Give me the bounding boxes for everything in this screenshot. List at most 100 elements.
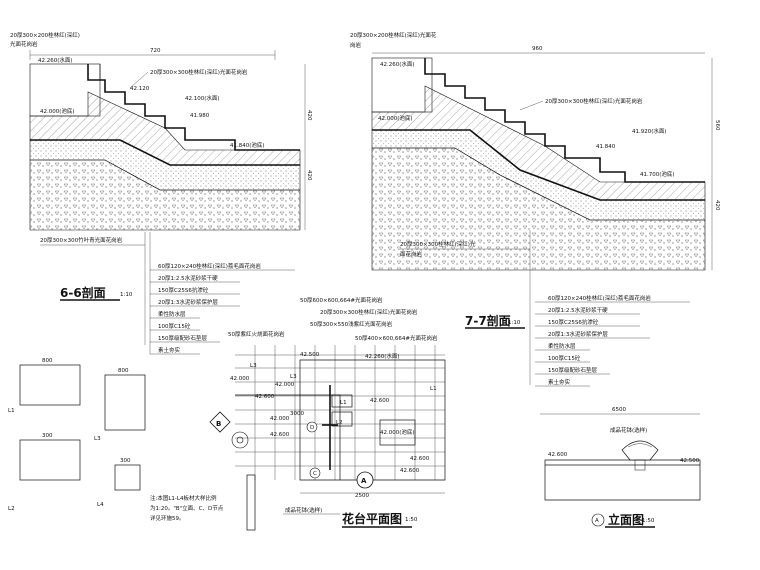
plan-elev-600-c: 42.600: [270, 432, 290, 438]
svg-text:420: 420: [306, 110, 312, 121]
plan-dim-3000: 3000: [290, 411, 304, 417]
elev-pool-bottom: 42.000(池底): [40, 107, 75, 115]
plan-elev-600-a: 42.600: [255, 394, 275, 400]
panel-l3: [104, 374, 146, 431]
plan-plant-note: 成品花钵(选样): [285, 506, 322, 514]
svg-text:L1: L1: [8, 408, 15, 414]
note77-bottom-1: 20厚300×300桂林红(深红)光: [400, 240, 476, 248]
plan-elev-600-b: 42.600: [370, 398, 390, 404]
note77-stair: 20厚300×300桂林红(深红)光面花岗岩: [545, 97, 643, 105]
flower-bed-plan: 50厚600×600,664#光面花岗岩 20厚300×300桂林红(深红)光面…: [209, 296, 446, 531]
elevation-a: 6500 成品花钵(选样) 42.600 42.500 A 立面图 1:50: [540, 407, 701, 528]
note-top-2: 光面花岗岩: [10, 40, 38, 48]
elev77-41840: 41.840: [596, 144, 616, 150]
panel-l1: [19, 364, 81, 406]
plan-elev-500: 42.500: [300, 352, 320, 358]
top-dim-77: 960: [532, 46, 543, 52]
plan-elev-000-a: 42.000: [230, 376, 250, 382]
pot-label: 成品花钵(选样): [610, 426, 647, 434]
plan-note-5: 50厚400×600,664#光面花岗岩: [355, 334, 438, 342]
svg-text:详见环施59。: 详见环施59。: [150, 514, 185, 522]
svg-text:300: 300: [120, 458, 131, 464]
svg-text:为1:20。"B"立面、C、D节点: 为1:20。"B"立面、C、D节点: [150, 504, 224, 512]
svg-text:A: A: [361, 477, 367, 485]
elev77-41920: 41.920(水面): [632, 127, 667, 135]
svg-text:A: A: [595, 518, 599, 524]
plan-elev-000-c: 42.000: [270, 416, 290, 422]
elev77-pool: 42.000(池底): [378, 114, 413, 122]
svg-text:300: 300: [42, 433, 53, 439]
plan-elev-pool: 42.000(池底): [380, 428, 415, 436]
plan-label-l3a: L3: [250, 363, 257, 369]
layer-7: 150厚级配砂石垫层: [158, 334, 207, 342]
plan-scale: 1:50: [405, 517, 418, 523]
svg-text:420: 420: [306, 170, 312, 181]
plan-dim-2500: 2500: [355, 493, 369, 499]
layer-6: 100厚C15砼: [158, 322, 191, 330]
plan-elev-600-e: 42.600: [400, 468, 420, 474]
svg-text:L3: L3: [94, 436, 101, 442]
elev77-water-top: 42.260(水面): [380, 60, 415, 68]
elevation-marker: A: [591, 513, 605, 527]
title-6-6: 6-6剖面: [60, 285, 106, 300]
panel-l4: [114, 464, 141, 491]
svg-text:800: 800: [118, 368, 129, 374]
plan-elev-260: 42.260(水面): [365, 352, 400, 360]
layer-1: 60厚120×240桂林红(深红)荔毛面花岗岩: [158, 262, 261, 270]
elev-41840: 41.840(池底): [230, 141, 265, 149]
note77-top-1: 20厚300×200桂林红(深红)光面花: [350, 31, 437, 39]
marker-c: C: [309, 467, 321, 479]
note77-bottom-2: 面花岗岩: [400, 250, 423, 258]
svg-text:C: C: [313, 471, 317, 477]
marker-b: B: [209, 411, 231, 433]
elev-42100: 42.100(水面): [185, 94, 220, 102]
title-7-7: 7-7剖面: [465, 313, 511, 328]
note-bottom: 20厚300×300竹叶青光面花岗岩: [40, 236, 123, 244]
plan-note-1: 50厚600×600,664#光面花岗岩: [300, 296, 383, 304]
layer77-8: 素土夯实: [548, 378, 571, 386]
note-stair: 20厚300×300桂林红(深红)光面花岗岩: [150, 68, 248, 76]
layer77-2: 20厚1:2.5水泥砂浆干硬: [548, 306, 608, 314]
layer-4: 20厚1:3水泥砂浆保护层: [158, 298, 218, 306]
layer77-4: 20厚1:3水泥砂浆保护层: [548, 330, 608, 338]
layer-list-7-7: 60厚120×240桂林红(深红)荔毛面花岗岩 20厚1:2.5水泥砂浆干硬 1…: [535, 294, 690, 387]
layer-5: 柔性防水层: [158, 310, 186, 318]
plan-title: 花台平面图: [342, 511, 402, 526]
plan-label-l1a: L1: [430, 386, 437, 392]
marker-d: D: [306, 421, 318, 433]
svg-text:B: B: [216, 420, 221, 428]
layer77-7: 150厚级配砂石垫层: [548, 366, 597, 374]
top-dim: 720: [150, 48, 161, 54]
svg-text:800: 800: [42, 358, 53, 364]
elev-42120: 42.120: [130, 86, 150, 92]
elev77-41700: 41.700(池底): [640, 170, 675, 178]
panel-l2: [19, 439, 81, 481]
plan-label-l2: L2: [336, 420, 343, 426]
note77-top-2: 岗岩: [350, 41, 362, 49]
elev-water-top: 42.260(水面): [38, 56, 73, 64]
scale-7-7: 1:10: [508, 320, 521, 326]
plan-label-l1b: L1: [340, 400, 347, 406]
section-6-6: 20厚300×200桂林红(深红) 光面花岗岩 720 42.260(水面) 4…: [10, 31, 312, 355]
section-7-7: 20厚300×200桂林红(深红)光面花 岗岩 960 42.260(水面) 4…: [350, 31, 720, 387]
svg-text:L2: L2: [8, 506, 15, 512]
svg-text:420: 420: [714, 200, 720, 211]
plan-label-l3b: L3: [290, 374, 297, 380]
elevation-title: 立面图: [608, 512, 644, 527]
note-top-1: 20厚300×200桂林红(深红): [10, 31, 80, 39]
layer77-6: 100厚C15砼: [548, 354, 581, 362]
svg-text:L4: L4: [97, 502, 104, 508]
plan-elev-000-b: 42.000: [275, 382, 295, 388]
layer-2: 20厚1:2.5水泥砂浆干硬: [158, 274, 218, 282]
footnote: 注:本图L1-L4板材大样比例 为1:20。"B"立面、C、D节点 详见环施59…: [150, 494, 224, 522]
elevation-scale: 1:50: [642, 518, 655, 524]
elev-41980: 41.980: [190, 113, 210, 119]
layer77-3: 150厚C25S6抗渗砼: [548, 318, 599, 326]
plan-note-2: 20厚300×300桂林红(深红)光面花岗岩: [320, 308, 418, 316]
marker-a: A: [356, 471, 374, 489]
svg-text:D: D: [310, 425, 314, 431]
plan-note-4: 50厚300×550浅紫红光面花岗岩: [310, 320, 393, 328]
layer-8: 素土夯实: [158, 346, 181, 354]
plan-note-3: 50厚紫红火烧面花岗岩: [228, 330, 285, 338]
